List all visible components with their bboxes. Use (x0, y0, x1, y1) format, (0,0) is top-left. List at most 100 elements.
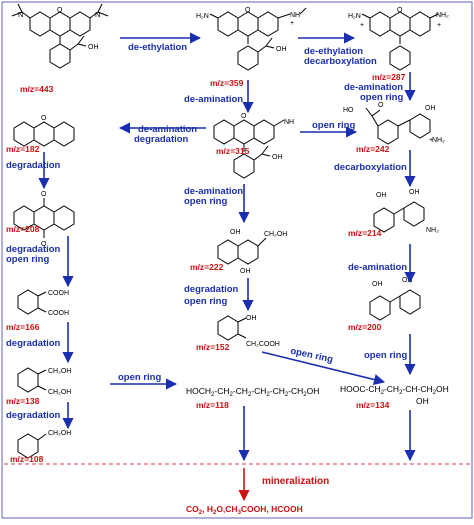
c200-oh1: OH (372, 281, 383, 288)
structure-315 (213, 119, 285, 179)
c359-nh: NH (290, 12, 300, 19)
c315-oh: OH (272, 154, 283, 161)
step-degradation-208: degradation (6, 244, 61, 255)
step-decarboxylation-2: decarboxylation (304, 56, 377, 67)
rhb-o-label: O (57, 7, 63, 14)
c222-oh: OH (230, 229, 241, 236)
structure-222 (217, 237, 267, 265)
rhb-n-left: N (18, 10, 23, 19)
mz-label-152: m/z=152 (196, 342, 230, 352)
structure-242 (365, 107, 431, 145)
step-deamination-287: de-amination (344, 82, 404, 93)
mz-label-208: m/z=208 (6, 224, 40, 234)
mz-label-134: m/z=134 (356, 400, 390, 410)
step-openring-138: open ring (118, 372, 162, 383)
c242-o: O (378, 102, 384, 109)
structure-359 (209, 7, 307, 71)
formula-134-oh: OH (416, 396, 429, 406)
arrow-152-diag (261, 351, 386, 386)
mz-label-166: m/z=166 (6, 322, 40, 332)
structure-138 (17, 367, 47, 393)
c138-ch2oh1: CH₂OH (48, 368, 71, 375)
step-deethylation-1: de-ethylation (128, 42, 188, 53)
c166-cooh2: COOH (48, 310, 69, 317)
formula-118: HOCH2-CH2-CH2-CH2-CH2-CH2OH (186, 386, 320, 398)
structure-166 (17, 289, 47, 315)
c287-o: O (397, 7, 403, 14)
structure-152 (217, 315, 247, 341)
c359-h2n: H₂N (196, 13, 209, 20)
step-decarboxylation-242: decarboxylation (334, 162, 407, 173)
mz-label-182: m/z=182 (6, 144, 40, 154)
c200-oh2: OH (402, 277, 413, 284)
c242-plus: + (429, 137, 433, 144)
step-degradation-182: degradation (6, 160, 61, 171)
step-degradation-315: degradation (134, 134, 189, 145)
step-openring-222: open ring (184, 296, 228, 307)
c214-oh2: OH (409, 189, 420, 196)
c214-oh1: OH (376, 192, 387, 199)
structure-108 (17, 433, 47, 459)
c182-o: O (41, 115, 47, 122)
c208-o-top: O (41, 191, 47, 198)
c222-ch2oh: CH₂OH (264, 231, 287, 238)
mz-label-138: m/z=138 (6, 396, 40, 406)
mz-label-242: m/z=242 (356, 144, 390, 154)
c214-nh2: NH₂ (426, 227, 439, 234)
structure-214 (373, 201, 425, 233)
step-deamination-359: de-amination (184, 94, 244, 105)
step-openring-287: open ring (360, 92, 404, 103)
c287-h2n: H₂N (348, 13, 361, 20)
structure-287 (361, 11, 439, 71)
step-degradation-166: degradation (6, 338, 61, 349)
c287-plus-l: + (360, 22, 364, 29)
step-openring-208: open ring (6, 254, 50, 265)
c359-plus: + (290, 20, 294, 27)
mz-label-200: m/z=200 (348, 322, 382, 332)
mz-label-287: m/z=287 (372, 72, 406, 82)
c242-oh2: OH (425, 105, 436, 112)
mz-label-118: m/z=118 (196, 400, 229, 410)
mz-label-443: m/z=443 (20, 84, 54, 94)
rhb-n-right: N (95, 10, 100, 19)
structure-182 (13, 121, 75, 147)
structure-rhodamine-b (11, 3, 109, 69)
mz-label-315: m/z=315 (216, 146, 250, 156)
c152-ch2cooh: CH₂COOH (246, 341, 280, 348)
rhb-oh: OH (88, 44, 99, 51)
step-openring-315b: open ring (184, 196, 228, 207)
c166-cooh1: COOH (48, 290, 69, 297)
step-deamination-315b: de-amination (184, 186, 244, 197)
step-deethylation-2: de-ethylation (304, 46, 364, 57)
mz-label-108: m/z=108 (10, 454, 44, 464)
step-deamination-315: de-amination (138, 124, 198, 135)
formula-134: HOOC-CH2-CH2-CH-CH2OH (340, 384, 449, 396)
c242-nh2: NH₂ (432, 137, 445, 144)
c359-o: O (245, 7, 251, 14)
step-degradation-138: degradation (6, 410, 61, 421)
c152-oh: OH (246, 315, 257, 322)
c315-nh: NH (284, 119, 294, 126)
structure-200 (369, 289, 421, 321)
mz-label-214: m/z=214 (348, 228, 382, 238)
step-deamination-214: de-amination (348, 262, 408, 273)
step-mineralization: mineralization (262, 476, 330, 487)
c359-oh: OH (276, 46, 287, 53)
c138-ch2oh2: CH₂OH (48, 389, 71, 396)
c287-plus-r: + (437, 22, 441, 29)
c315-o: O (241, 113, 247, 120)
step-openring-315: open ring (312, 120, 356, 131)
c242-oh1: HO (343, 107, 354, 114)
c287-nh2: NH₂ (436, 12, 449, 19)
mz-label-359: m/z=359 (210, 78, 244, 88)
c222-oh-bot: OH (240, 268, 251, 275)
final-products: CO2, H2O,CH3COOH, HCOOH (186, 504, 303, 516)
step-degradation-222: degradation (184, 284, 239, 295)
structure-208 (13, 198, 75, 238)
c208-o-bot: O (41, 241, 47, 248)
c108-ch2oh: CH₂OH (48, 430, 71, 437)
step-openring-200: open ring (364, 350, 408, 361)
